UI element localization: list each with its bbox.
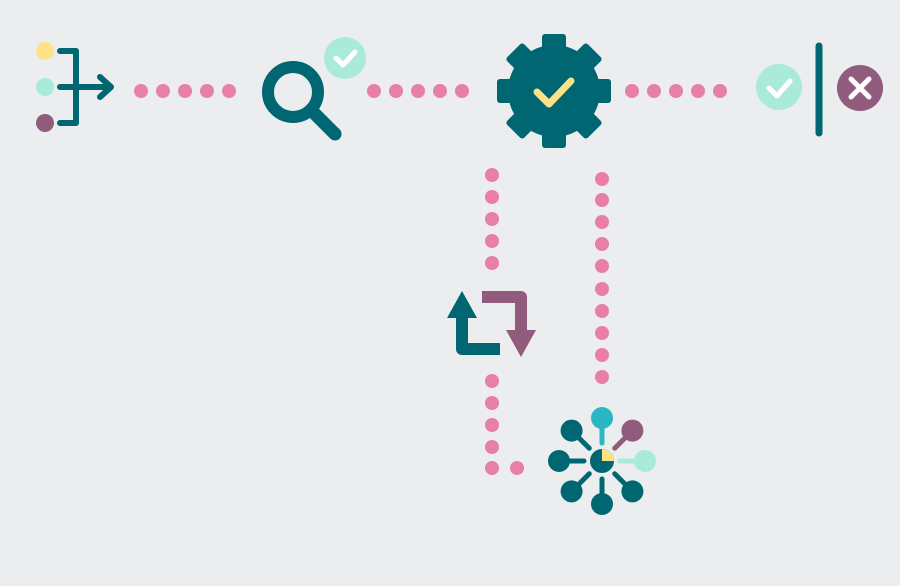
connector-dot <box>485 461 499 475</box>
connector-process-to-network <box>595 172 609 384</box>
connector-dot <box>595 370 609 384</box>
connector-dot <box>134 84 148 98</box>
hub-node <box>634 450 656 472</box>
connector-dot <box>485 440 499 454</box>
connector-dot <box>485 256 499 270</box>
hub-spoke <box>576 471 592 487</box>
connector-dot <box>595 215 609 229</box>
connector-dot <box>485 374 499 388</box>
gear-check-icon <box>497 34 611 148</box>
connector-dot <box>691 84 705 98</box>
connector-dot <box>156 84 170 98</box>
connector-dot <box>178 84 192 98</box>
hub-node <box>560 480 583 503</box>
connector-dot <box>200 84 214 98</box>
hub-spoke <box>612 471 628 487</box>
connector-dot <box>595 259 609 273</box>
bracket-lines <box>57 48 111 126</box>
connector-dot <box>485 396 499 410</box>
handle <box>306 105 342 141</box>
connector-process-to-result <box>625 84 727 98</box>
hub-node <box>591 407 613 429</box>
connector-dot <box>595 348 609 362</box>
cycle-arrows-icon <box>447 291 536 357</box>
pass-fail-icon <box>756 42 883 137</box>
gear-check-mark <box>533 77 575 108</box>
pass-badge <box>756 64 802 110</box>
connector-dot <box>389 84 403 98</box>
connector-dot <box>485 168 499 182</box>
connector-dot <box>595 193 609 207</box>
plum-loop-arrow <box>482 291 527 335</box>
magnifier-check-icon <box>262 37 366 141</box>
lens <box>262 61 324 123</box>
connector-process-to-iterate <box>485 168 499 270</box>
hub-node <box>591 493 613 515</box>
hub-center-slice <box>602 449 614 461</box>
mint-dot <box>36 78 54 96</box>
connector-dot <box>595 304 609 318</box>
connector-dot <box>222 84 236 98</box>
hub-node <box>560 419 583 442</box>
connector-dot <box>647 84 661 98</box>
connector-dot <box>485 234 499 248</box>
yellow-dot <box>36 42 54 60</box>
hub-spoke <box>612 435 628 451</box>
teal-loop-arrow <box>456 306 500 355</box>
check-mark <box>333 49 358 68</box>
pass-check-mark <box>766 78 793 99</box>
connector-dot <box>595 326 609 340</box>
connector-dot <box>595 237 609 251</box>
connector-dot <box>367 84 381 98</box>
connector-dot <box>485 212 499 226</box>
connector-dot <box>485 190 499 204</box>
plum-arrow-head <box>506 330 536 357</box>
gear-body <box>508 45 600 137</box>
data-split-arrow-icon <box>36 42 114 132</box>
connector-dot <box>485 418 499 432</box>
hub-spokes <box>548 407 656 515</box>
connector-dot <box>455 84 469 98</box>
connector-input-to-search <box>134 84 236 98</box>
hub-node <box>621 480 644 503</box>
connector-iterate-to-network <box>485 374 524 475</box>
hub-spoke <box>576 435 592 451</box>
connector-dot <box>510 461 524 475</box>
network-hub-icon <box>548 407 656 515</box>
hub-node <box>548 450 570 472</box>
hub-node <box>621 419 644 442</box>
connector-dot <box>669 84 683 98</box>
connector-dot <box>433 84 447 98</box>
arrow-head <box>97 74 114 100</box>
plum-dot <box>36 114 54 132</box>
connector-dot <box>625 84 639 98</box>
connector-dot <box>411 84 425 98</box>
teal-arrow-head <box>447 291 477 318</box>
fail-cross-mark <box>848 76 872 100</box>
check-badge <box>324 37 366 79</box>
connector-dot <box>595 282 609 296</box>
connector-dot <box>595 172 609 186</box>
connector-search-to-process <box>367 84 469 98</box>
connector-dot <box>713 84 727 98</box>
